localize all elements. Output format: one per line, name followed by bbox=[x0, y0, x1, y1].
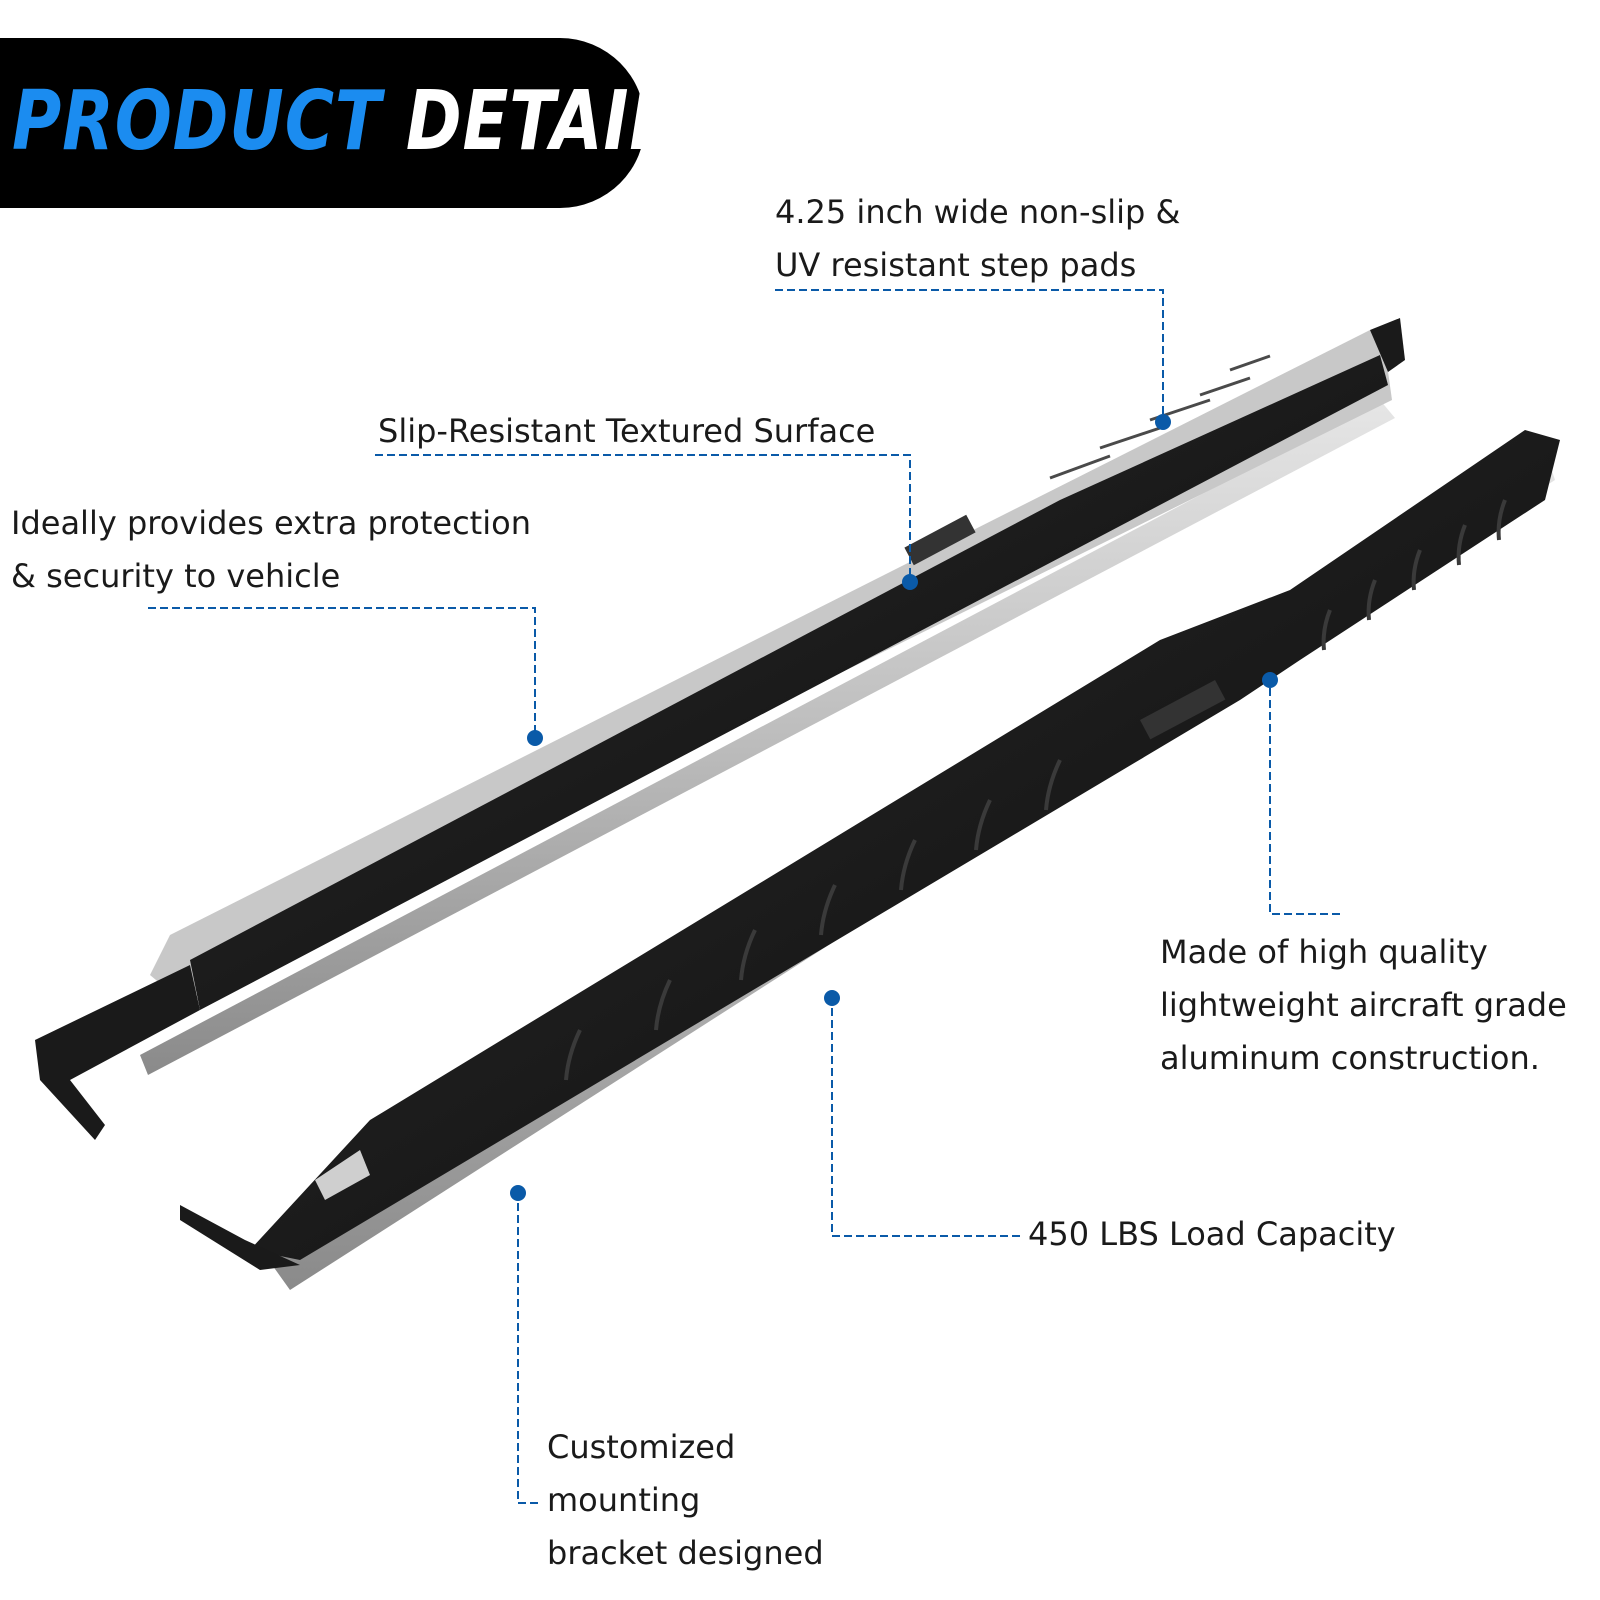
right-board-end-cap bbox=[180, 1205, 300, 1270]
callout-bracket-line-3: bracket designed bbox=[547, 1534, 824, 1572]
running-board-left bbox=[35, 318, 1405, 1140]
title-word-details: DETAILS bbox=[405, 74, 723, 169]
leader-capacity bbox=[831, 998, 1020, 1237]
callout-dot-bracket bbox=[510, 1185, 526, 1201]
right-board-pad-ridges bbox=[564, 499, 1507, 1081]
page-title: PRODUCT DETAILS bbox=[12, 72, 722, 172]
left-board-logo-plate bbox=[904, 514, 976, 566]
callout-step-pads-line-1: 4.25 inch wide non-slip & bbox=[775, 193, 1181, 231]
leader-step-pads bbox=[775, 289, 1164, 422]
right-board-bracket-stub bbox=[315, 1150, 370, 1200]
callout-capacity: 450 LBS Load Capacity bbox=[1028, 1208, 1396, 1261]
callout-protection-line-2: & security to vehicle bbox=[11, 557, 341, 595]
callout-dot-surface bbox=[902, 574, 918, 590]
callout-bracket-line-2: mounting bbox=[547, 1481, 701, 1519]
leader-protection bbox=[148, 607, 536, 738]
callout-dot-protection bbox=[527, 730, 543, 746]
callout-surface-line-1: Slip-Resistant Textured Surface bbox=[378, 412, 876, 450]
callout-material-line-2: lightweight aircraft grade bbox=[1160, 986, 1567, 1024]
leader-surface bbox=[375, 454, 911, 580]
right-board-logo-plate bbox=[1139, 680, 1226, 740]
callout-dots bbox=[510, 414, 1278, 1201]
callout-surface: Slip-Resistant Textured Surface bbox=[378, 405, 875, 458]
callout-dot-capacity bbox=[824, 990, 840, 1006]
callout-material: Made of high quality lightweight aircraf… bbox=[1160, 926, 1567, 1085]
callout-capacity-line-1: 450 LBS Load Capacity bbox=[1028, 1215, 1396, 1253]
right-board-step-pad bbox=[250, 430, 1560, 1260]
left-board-front-cap bbox=[1370, 318, 1405, 372]
callout-dot-step-pads bbox=[1155, 414, 1171, 430]
leader-lines bbox=[148, 289, 1340, 1504]
callout-protection-line-1: Ideally provides extra protection bbox=[11, 504, 531, 542]
callout-protection: Ideally provides extra protection & secu… bbox=[11, 497, 531, 603]
running-board-right bbox=[180, 430, 1560, 1290]
callout-step-pads-line-2: UV resistant step pads bbox=[775, 246, 1137, 284]
callout-step-pads: 4.25 inch wide non-slip & UV resistant s… bbox=[775, 186, 1180, 292]
callout-material-line-3: aluminum construction. bbox=[1160, 1039, 1540, 1077]
left-board-aluminum-rail bbox=[140, 400, 1395, 1075]
left-board-step-pad bbox=[190, 355, 1388, 1010]
header-banner bbox=[0, 38, 645, 208]
callout-dot-material bbox=[1262, 672, 1278, 688]
callout-material-line-1: Made of high quality bbox=[1160, 933, 1488, 971]
callout-bracket-line-1: Customized bbox=[547, 1428, 736, 1466]
leader-material bbox=[1269, 680, 1340, 915]
leader-bracket bbox=[517, 1193, 538, 1504]
left-board-end-cap bbox=[35, 965, 200, 1140]
title-word-product: PRODUCT bbox=[12, 74, 382, 169]
callout-bracket: Customized mounting bracket designed bbox=[547, 1421, 824, 1580]
